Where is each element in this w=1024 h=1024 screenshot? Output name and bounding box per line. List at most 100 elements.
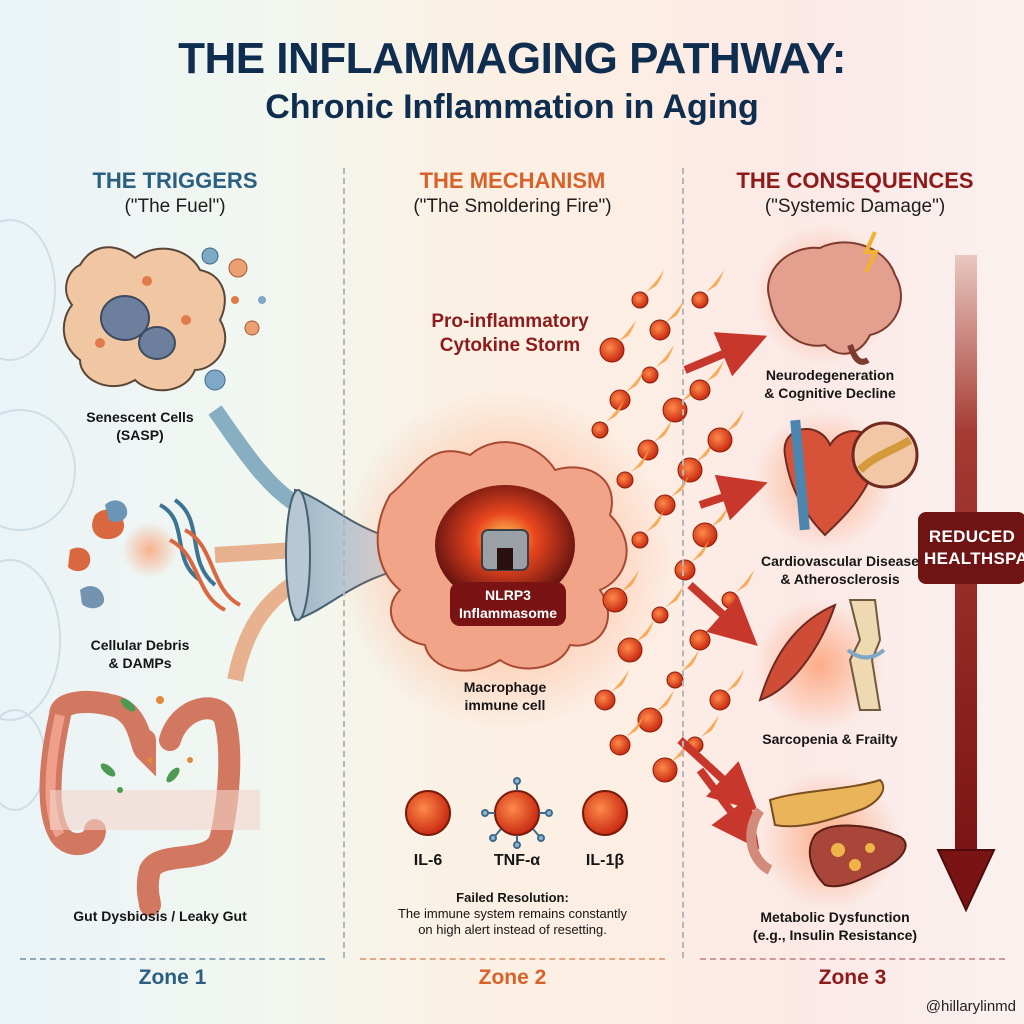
cytokine-particle [616, 471, 634, 489]
consequence-line1: Cardiovascular Disease [761, 553, 919, 569]
page-subtitle: Chronic Inflammation in Aging [265, 88, 759, 126]
trigger-gut-dysbiosis: Gut Dysbiosis / Leaky Gut [73, 908, 247, 924]
cytokine-storm-particles [591, 270, 754, 783]
flame-trail [726, 410, 744, 432]
flame-trail [646, 270, 664, 292]
trigger-label-line1: Cellular Debris [90, 637, 190, 653]
flame-trail [711, 505, 729, 527]
flame-trail [706, 270, 724, 292]
macrophage-label: Macrophage immune cell [430, 678, 580, 714]
nlrp3-inflammasome-badge: NLRP3 Inflammasome [450, 582, 566, 626]
cytokine-tnf-alpha-label: TNF-α [493, 852, 541, 869]
flame-trail [654, 420, 672, 442]
cytokine-particle [602, 587, 628, 613]
failed-resolution-title: Failed Resolution: [456, 890, 569, 905]
triggers-heading: THE TRIGGERS [92, 168, 258, 193]
column-divider-2 [682, 168, 684, 958]
cytokine-il1-beta-label: IL-1β [585, 852, 625, 869]
cytokine-particle [641, 366, 659, 384]
heart-illustration [755, 410, 919, 550]
mechanism-subheading: ("The Smoldering Fire") [413, 196, 612, 217]
nlrp3-line1: NLRP3 [485, 587, 531, 603]
trigger-label-line1: Senescent Cells [86, 409, 194, 425]
failed-resolution-line2: on high alert instead of resetting. [418, 922, 607, 937]
flame-trail [726, 670, 744, 692]
flame-trail [701, 715, 719, 737]
author-credit: @hillarylinmd [925, 998, 1016, 1015]
cytokine-particle [721, 591, 739, 609]
consequence-metabolic: Metabolic Dysfunction (e.g., Insulin Res… [730, 908, 940, 944]
cytokine-particle [631, 531, 649, 549]
senescent-cell-illustration [62, 246, 266, 392]
cytokine-particle [709, 689, 731, 711]
cytokine-particle [666, 671, 684, 689]
cytokine-particle [609, 734, 631, 756]
cytokine-il6-label: IL-6 [413, 852, 443, 869]
zone2-divider [360, 958, 665, 960]
zone1-divider [20, 958, 325, 960]
cytokine-particle [689, 379, 711, 401]
storm-line2: Cytokine Storm [439, 335, 581, 356]
column-divider-1 [343, 168, 345, 958]
cytokine-particle [662, 397, 688, 423]
cytokine-particle [649, 319, 671, 341]
cytokine-particle [691, 291, 709, 309]
cytokine-particle [631, 291, 649, 309]
cytokine-particle [677, 457, 703, 483]
consequence-line1: Metabolic Dysfunction [760, 909, 910, 925]
zone1-label: Zone 1 [138, 966, 207, 989]
muscle-joint-illustration [755, 599, 886, 730]
consequences-subheading: ("Systemic Damage") [764, 196, 946, 217]
cytokine-particle [654, 494, 676, 516]
consequence-cardiovascular: Cardiovascular Disease & Atherosclerosis [735, 552, 945, 588]
consequence-line1: Neurodegeneration [765, 367, 895, 383]
trigger-senescent-cells: Senescent Cells (SASP) [40, 408, 240, 444]
zone3-label: Zone 3 [818, 966, 887, 989]
cytokine-particle [651, 606, 669, 624]
consequence-line2: (e.g., Insulin Resistance) [752, 927, 918, 943]
cytokine-particle [692, 522, 718, 548]
flame-trail [626, 370, 644, 392]
consequence-line2: & Cognitive Decline [764, 385, 896, 401]
consequences-heading: THE CONSEQUENCES [736, 168, 974, 193]
failed-resolution-note: Failed Resolution: The immune system rem… [360, 890, 665, 938]
zone3-divider [700, 958, 1005, 960]
failed-resolution-line1: The immune system remains constantly [397, 906, 628, 921]
consequence-sarcopenia: Sarcopenia & Frailty [762, 731, 898, 747]
page-title: THE INFLAMMAGING PATHWAY: [178, 34, 846, 83]
healthspan-line1: REDUCED [928, 527, 1016, 546]
healthspan-line2: HEALTHSPAN [924, 549, 1024, 568]
nlrp3-line2: Inflammasome [458, 605, 558, 621]
brain-illustration [755, 225, 902, 365]
cytokine-particle [689, 629, 711, 651]
cytokine-particle [652, 757, 678, 783]
cytokine-particle [594, 689, 616, 711]
mechanism-heading: THE MECHANISM [419, 168, 606, 193]
cytokine-particle [591, 421, 609, 439]
macrophage-line1: Macrophage [463, 679, 547, 695]
trigger-label-line2: & DAMPs [108, 655, 172, 671]
cytokine-particle [617, 637, 643, 663]
cytokine-particle [674, 559, 696, 581]
trigger-cellular-debris: Cellular Debris & DAMPs [40, 636, 240, 672]
triggers-subheading: ("The Fuel") [124, 196, 226, 217]
cellular-debris-illustration [68, 498, 242, 612]
trigger-label-line2: (SASP) [116, 427, 164, 443]
flame-trail [656, 690, 674, 712]
flame-trail [656, 345, 674, 367]
pancreas-liver-illustration [746, 770, 907, 910]
cytokine-particle [637, 707, 663, 733]
cytokine-particle [599, 337, 625, 363]
gut-illustration [39, 691, 260, 916]
consequence-arrows [677, 332, 768, 850]
cytokine-storm-label: Pro-inflammatory Cytokine Storm [395, 310, 625, 358]
consequence-neurodegeneration: Neurodegeneration & Cognitive Decline [730, 366, 930, 402]
reduced-healthspan-badge: REDUCED HEALTHSPAN [918, 512, 1024, 584]
cytokine-particle [707, 427, 733, 453]
storm-line1: Pro-inflammatory [431, 311, 589, 332]
consequence-line2: & Atherosclerosis [780, 571, 900, 587]
macrophage-line2: immune cell [464, 697, 546, 713]
zone2-label: Zone 2 [478, 966, 547, 989]
cytokine-particle [637, 439, 659, 461]
